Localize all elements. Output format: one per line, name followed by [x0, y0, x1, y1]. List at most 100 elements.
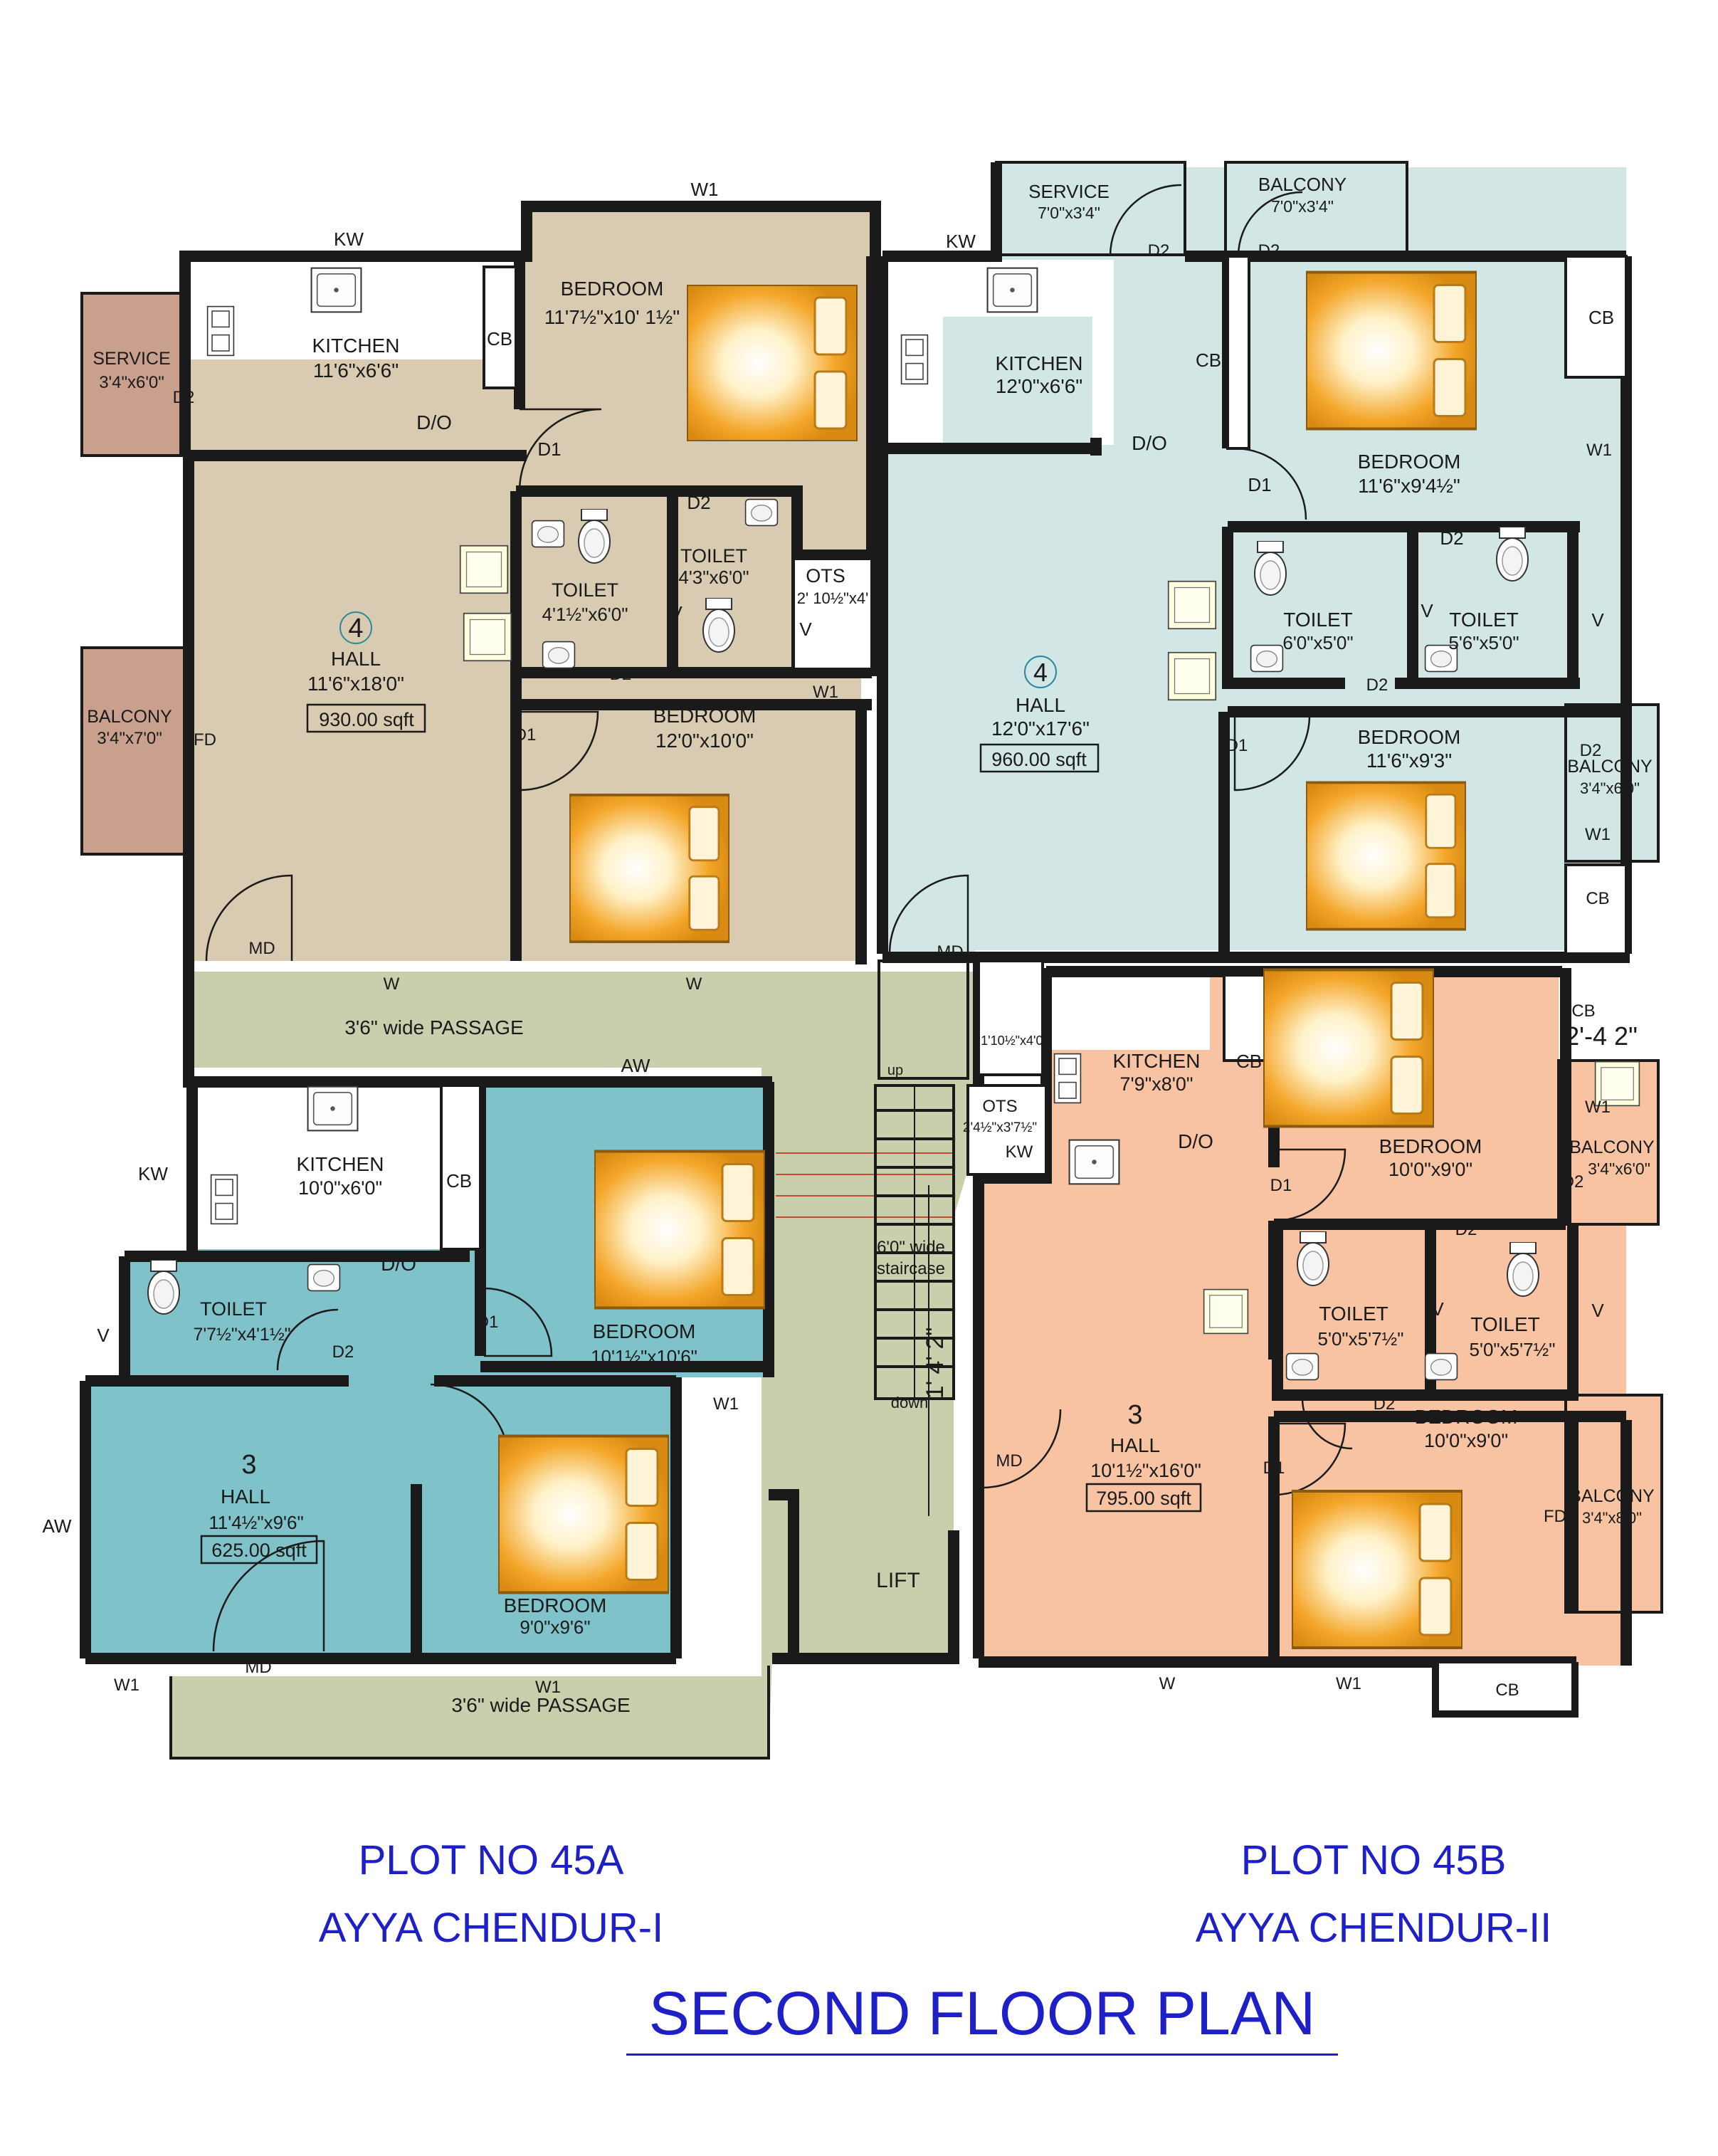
tag-w1: W1	[1586, 441, 1612, 460]
tag-d2: D2	[687, 492, 710, 513]
tag-w1: W1	[1585, 825, 1611, 844]
tag-d1: D1	[537, 438, 561, 460]
tag-d2: D2	[1580, 741, 1602, 760]
unit-b4-balcony2-dim: 3'4"x6'0"	[1580, 779, 1640, 797]
unit-a4-bed1-name: BEDROOM	[561, 278, 664, 300]
tag-cb: CB	[1586, 889, 1609, 908]
tag-v: V	[97, 1325, 110, 1346]
tag-w1: W1	[713, 1394, 739, 1414]
tag-d1: D1	[515, 725, 537, 745]
unit-b3-bed2-name: BEDROOM	[1415, 1406, 1518, 1428]
tag-d2: D2	[1455, 1220, 1477, 1239]
unit-a4-hall-name: HALL	[331, 648, 381, 670]
tag-w1: W1	[1336, 1674, 1361, 1693]
unit-b4-bed1-name: BEDROOM	[1358, 451, 1461, 473]
unit-b3-balcony1-dim: 3'4"x6'0"	[1588, 1159, 1650, 1178]
tag-d2: D2	[1440, 527, 1463, 549]
unit-a4-kitchen-dim: 11'6"x6'6"	[313, 359, 399, 382]
tag-cb: CB	[1588, 307, 1614, 328]
tag-w: W	[1159, 1674, 1176, 1693]
bed-a3-1	[594, 1152, 765, 1308]
unit-a4-balcony-name: BALCONY	[87, 707, 172, 727]
tag-d1: D1	[1248, 474, 1271, 495]
tag-w: W	[686, 974, 702, 994]
tag-md: MD	[996, 1451, 1022, 1471]
unit-b3-toilet1-name: TOILET	[1319, 1303, 1388, 1325]
tag-d2: D2	[173, 388, 195, 407]
wall-b4-outer	[882, 162, 1002, 262]
unit-b3-bed1-dim: 10'0"x9'0"	[1388, 1159, 1472, 1180]
tag-d2: D2	[1374, 1394, 1396, 1414]
unit-a4-bed1-dim: 11'7½"x10' 1½"	[544, 306, 680, 328]
unit-b4-hall-area: 960.00 sqft	[991, 749, 1087, 770]
stair-up: up	[887, 1063, 903, 1078]
tag-d2: D2	[1258, 241, 1280, 261]
tag-d2: D2	[1562, 1172, 1584, 1192]
unit-a4-service-dim: 3'4"x6'0"	[99, 373, 164, 392]
unit-b3-hall-name: HALL	[1110, 1434, 1160, 1456]
unit-b3-toilet2-dim: 5'0"x5'7½"	[1470, 1339, 1556, 1360]
tag-kw: KW	[1006, 1142, 1033, 1162]
unit-b3-floor	[979, 972, 1626, 1666]
unit-a3-kitchen-dim: 10'0"x6'0"	[298, 1177, 382, 1199]
unit-b4-bhk: 4	[1033, 658, 1048, 687]
unit-b4-balcony2-name: BALCONY	[1567, 757, 1653, 777]
unit-a3-toilet-dim: 7'7½"x4'1½"	[193, 1325, 290, 1345]
unit-b3-area-box	[1085, 1483, 1202, 1513]
unit-a4-kitchen-name: KITCHEN	[312, 335, 400, 357]
unit-a4-service-floor	[82, 293, 185, 456]
unit-a4-hall-dim: 11'6"x18'0"	[307, 673, 404, 695]
door-a4-md	[205, 874, 293, 962]
tag-d1: D1	[1226, 736, 1248, 755]
tag-v: V	[1591, 609, 1604, 631]
plot-a-number: PLOT NO 45A	[358, 1837, 624, 1883]
tag-kw: KW	[334, 228, 364, 250]
door-b3-md	[981, 1409, 1062, 1489]
tag-aw: AW	[43, 1515, 72, 1537]
unit-a3-kitchen-name: KITCHEN	[297, 1153, 384, 1175]
tag-w: W	[384, 974, 400, 994]
plot-a-name: AYYA CHENDUR-I	[318, 1905, 664, 1951]
door-b4-d2-balcony	[1237, 191, 1303, 257]
tag-md: MD	[248, 939, 275, 958]
tag-v: V	[1591, 1300, 1604, 1321]
tag-md: MD	[245, 1658, 271, 1677]
unit-a3-bed1-name: BEDROOM	[593, 1320, 696, 1342]
tag-d1: D1	[1270, 1176, 1292, 1195]
unit-b4-bhk-marker	[1024, 656, 1057, 688]
tag-md: MD	[937, 942, 963, 962]
tag-v: V	[670, 602, 683, 624]
staircase-label-1: 6'0" wide	[877, 1238, 945, 1257]
unit-a3-bed2-name: BEDROOM	[504, 1594, 607, 1616]
tag-do: D/O	[1178, 1130, 1213, 1152]
tag-cb: CB	[487, 328, 512, 349]
door-b4-d1-top	[1234, 447, 1307, 520]
unit-b4-kitchen-dim: 12'0"x6'6"	[996, 375, 1082, 397]
tag-do: D/O	[416, 411, 452, 433]
tag-v: V	[799, 619, 812, 640]
bed-b3-1	[1263, 970, 1434, 1127]
unit-a4-bhk: 4	[348, 614, 363, 643]
tag-w1: W1	[813, 683, 838, 702]
unit-b3-toilet2-name: TOILET	[1470, 1313, 1540, 1335]
bed-b4-1	[1306, 273, 1477, 429]
unit-a4-ots-name: OTS	[806, 565, 845, 587]
tag-kw: KW	[946, 231, 976, 252]
door-a4-d1-hall	[519, 710, 599, 792]
bed-a3-2	[498, 1436, 669, 1593]
bed-b3-2	[1292, 1491, 1463, 1648]
unit-a4-toilet2-dim: 4'3"x6'0"	[678, 567, 749, 588]
unit-a3-bed1-dim: 10'1½"x10'6"	[591, 1346, 697, 1367]
common-area-floor	[171, 961, 979, 1758]
unit-b4-bed2-name: BEDROOM	[1358, 726, 1461, 748]
unit-b4-toilet1-name: TOILET	[1283, 609, 1353, 631]
passage-label-top: 3'6" wide PASSAGE	[344, 1016, 523, 1038]
plan-title: SECOND FLOOR PLAN	[626, 1979, 1338, 2056]
unit-b4-bed1-dim: 11'6"x9'4½"	[1358, 475, 1460, 497]
unit-b3-balcony2-dim: 3'4"x8'0"	[1582, 1509, 1642, 1527]
unit-b4-area-box	[979, 743, 1100, 773]
unit-b4-toilet2-dim: 5'6"x5'0"	[1448, 632, 1519, 653]
unit-b3-hall-area: 795.00 sqft	[1096, 1488, 1191, 1509]
unit-b4-balcony2-floor	[1566, 705, 1658, 861]
unit-a4-service-name: SERVICE	[93, 349, 170, 369]
